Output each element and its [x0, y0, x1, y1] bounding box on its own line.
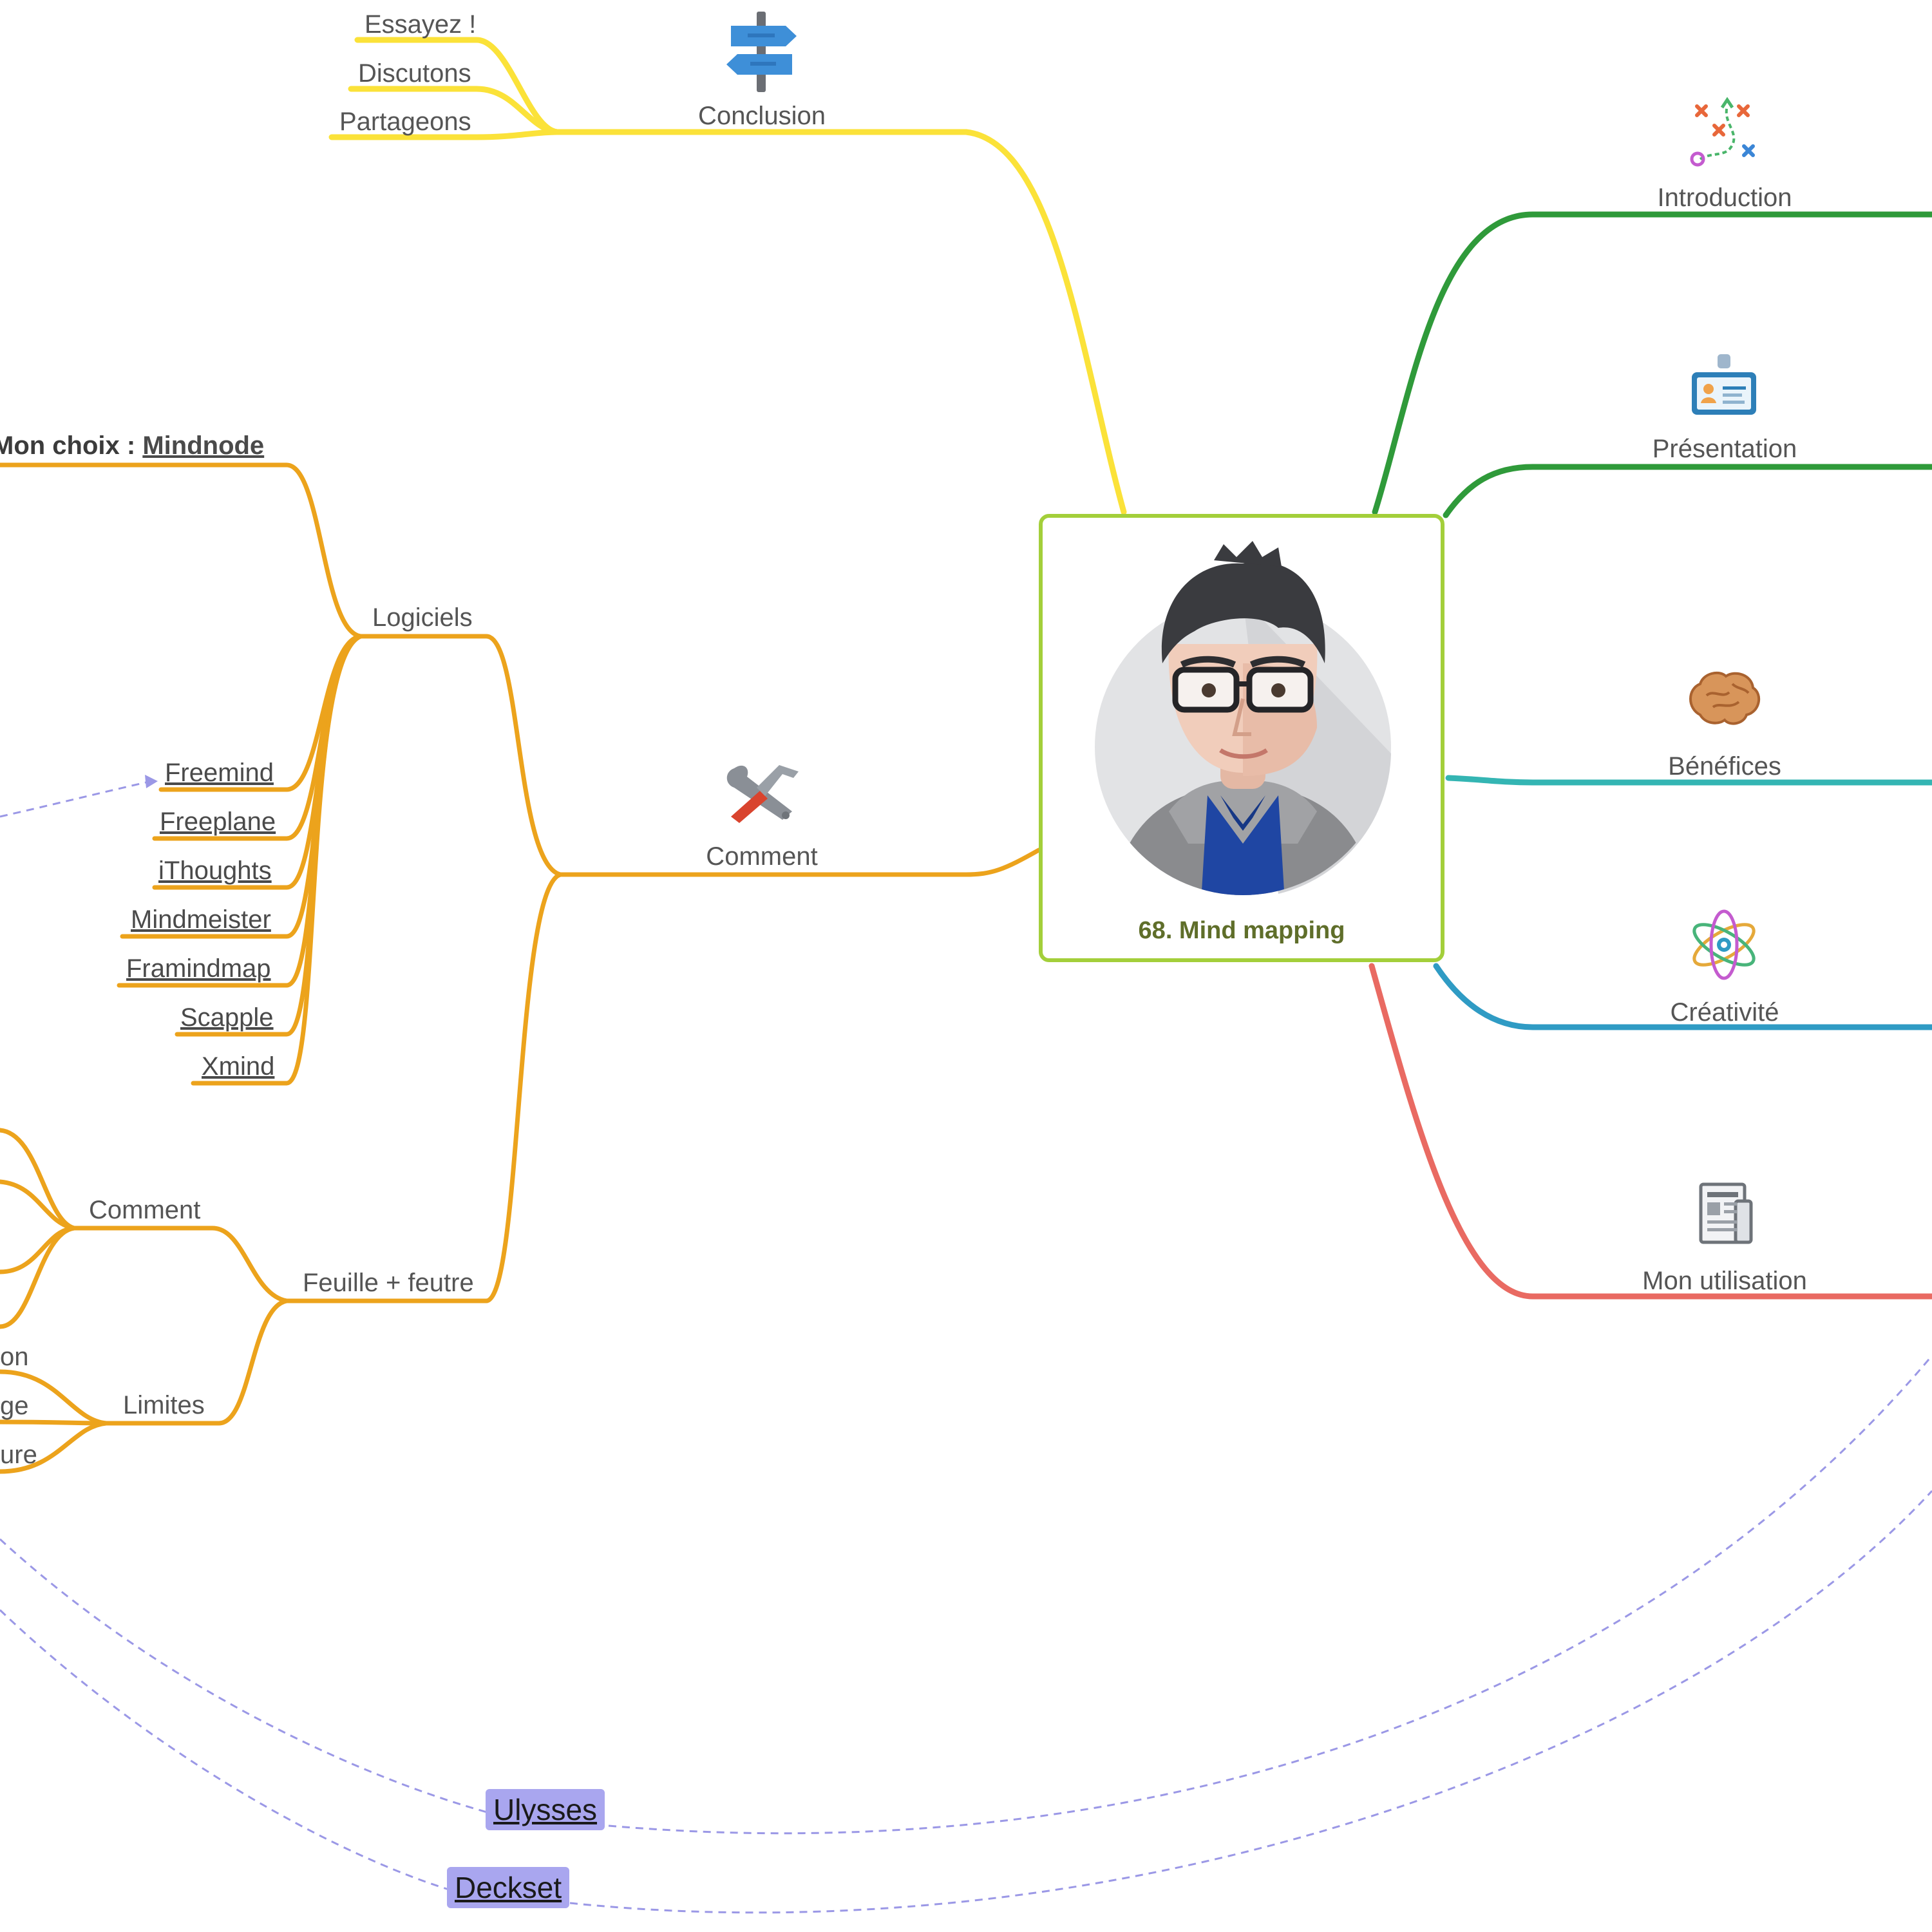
node-limites-ure[interactable]: ure: [0, 1441, 37, 1469]
avatar: [1095, 541, 1391, 895]
edge-conclusion-partageons: [328, 129, 560, 140]
node-ithoughts[interactable]: iThoughts: [158, 857, 272, 885]
edge-center-conclusion: [963, 129, 1127, 515]
node-logiciels[interactable]: Logiciels: [372, 603, 473, 632]
edge-logiciels-monchoix: [0, 462, 363, 639]
node-creativite[interactable]: Créativité: [1670, 998, 1779, 1027]
node-mindmeister[interactable]: Mindmeister: [131, 905, 271, 934]
edge-comment-logiciels: [358, 634, 563, 877]
id-card-icon: [1692, 354, 1756, 415]
edge-comment-leaf-1: [0, 1128, 77, 1231]
edge-feuille-limites: [104, 1298, 289, 1426]
node-benefices[interactable]: Bénéfices: [1668, 752, 1781, 781]
crosslink-deckset-right: [569, 1490, 1932, 1914]
crosslink-deckset-left: [0, 1609, 451, 1891]
edge-limites-ure: [0, 1421, 109, 1474]
edge-comment-feuille: [284, 872, 563, 1303]
strategy-icon: [1690, 97, 1755, 167]
node-freemind[interactable]: Freemind: [165, 759, 274, 787]
node-presentation[interactable]: Présentation: [1652, 435, 1797, 463]
node-mon-utilisation[interactable]: Mon utilisation: [1642, 1267, 1807, 1295]
node-limites-on[interactable]: on: [0, 1343, 29, 1371]
node-limites[interactable]: Limites: [123, 1391, 205, 1419]
crosslink-ulysses-right: [608, 1355, 1932, 1835]
brain-icon: [1689, 671, 1760, 725]
node-discutons[interactable]: Discutons: [358, 59, 471, 88]
edge-conclusion-discutons: [348, 86, 560, 135]
newspaper-icon: [1699, 1182, 1753, 1244]
edge-comment-leaf-2: [0, 1179, 77, 1231]
central-topic-title: 68. Mind mapping: [1138, 917, 1345, 944]
edge-center-monutilisation: [1368, 963, 1932, 1300]
node-scapple[interactable]: Scapple: [180, 1003, 274, 1032]
node-xmind[interactable]: Xmind: [202, 1052, 275, 1081]
crosslink-freemind: [0, 780, 152, 818]
atom-icon: [1692, 909, 1756, 980]
node-feuille-feutre[interactable]: Feuille + feutre: [303, 1269, 474, 1297]
node-freeplane[interactable]: Freeplane: [160, 808, 276, 836]
crosslink-arrowhead: [145, 775, 158, 788]
mindnode-link[interactable]: Mindnode: [142, 431, 265, 460]
node-conclusion[interactable]: Conclusion: [698, 102, 826, 130]
node-feuille-comment[interactable]: Comment: [89, 1196, 201, 1224]
edge-center-benefices: [1445, 775, 1932, 786]
node-limites-ge[interactable]: ge: [0, 1392, 29, 1420]
edge-logiciels-xmind: [191, 634, 363, 1086]
edge-limites-on: [0, 1369, 109, 1426]
tools-icon: [726, 765, 799, 823]
node-introduction[interactable]: Introduction: [1657, 184, 1792, 212]
central-topic[interactable]: 68. Mind mapping: [1039, 514, 1444, 962]
node-partageons[interactable]: Partageons: [339, 108, 471, 136]
node-mon-choix[interactable]: Mon choix : Mindnode: [0, 430, 264, 461]
signpost-icon: [726, 12, 797, 92]
tag-deckset[interactable]: Deckset: [447, 1867, 570, 1908]
edge-comment-leaf-4: [0, 1226, 77, 1329]
mon-choix-prefix: Mon choix :: [0, 431, 143, 460]
crosslink-ulysses-left: [0, 1538, 490, 1814]
edge-center-introduction: [1372, 211, 1932, 515]
node-comment[interactable]: Comment: [706, 842, 818, 871]
tag-ulysses[interactable]: Ulysses: [486, 1789, 605, 1830]
edge-center-presentation: [1443, 464, 1932, 518]
edge-limites-ge: [0, 1419, 109, 1426]
node-framindmap[interactable]: Framindmap: [126, 954, 271, 983]
edge-center-comment: [963, 848, 1041, 877]
node-essayez[interactable]: Essayez !: [365, 10, 477, 39]
edge-center-creativite: [1433, 963, 1932, 1030]
edge-feuille-comment: [71, 1226, 289, 1303]
